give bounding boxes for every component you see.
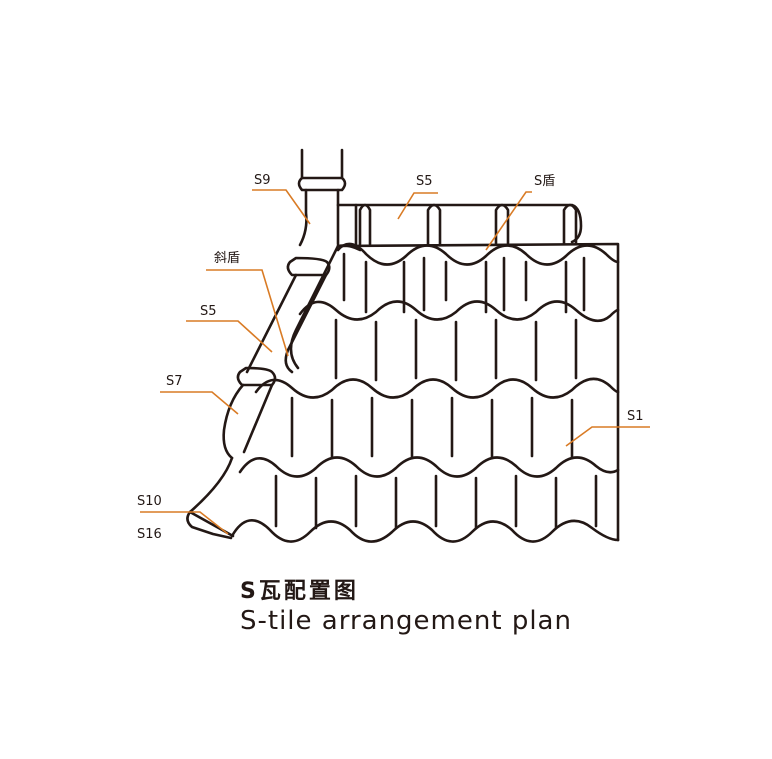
label-s10: S10 bbox=[137, 494, 162, 509]
leader-s1 bbox=[565, 426, 650, 447]
label-s5-top: S5 bbox=[416, 174, 433, 189]
leader-s9 bbox=[252, 189, 311, 225]
caption-title-en: S-tile arrangement plan bbox=[240, 606, 572, 636]
leader-s5-top bbox=[397, 192, 438, 220]
label-s7: S7 bbox=[166, 374, 183, 389]
leader-s10 bbox=[140, 511, 229, 535]
leader-s7 bbox=[160, 391, 239, 415]
label-s-shield: S盾 bbox=[534, 174, 555, 189]
label-oblique-shield: 斜盾 bbox=[214, 251, 240, 266]
label-s9: S9 bbox=[254, 173, 271, 188]
leader-lines bbox=[140, 189, 650, 535]
label-s5-side: S5 bbox=[200, 304, 217, 319]
leader-s5-side bbox=[186, 320, 273, 353]
tile-field bbox=[230, 242, 620, 543]
chimney-finial bbox=[297, 148, 347, 247]
label-s16: S16 bbox=[137, 527, 162, 542]
leader-oblique-shield bbox=[206, 269, 289, 357]
label-s1: S1 bbox=[627, 409, 644, 424]
hip-ridge bbox=[186, 244, 340, 540]
ridge-beam bbox=[336, 203, 583, 246]
caption-title-cn: S瓦配置图 bbox=[240, 579, 359, 604]
leader-s-shield bbox=[485, 191, 532, 251]
